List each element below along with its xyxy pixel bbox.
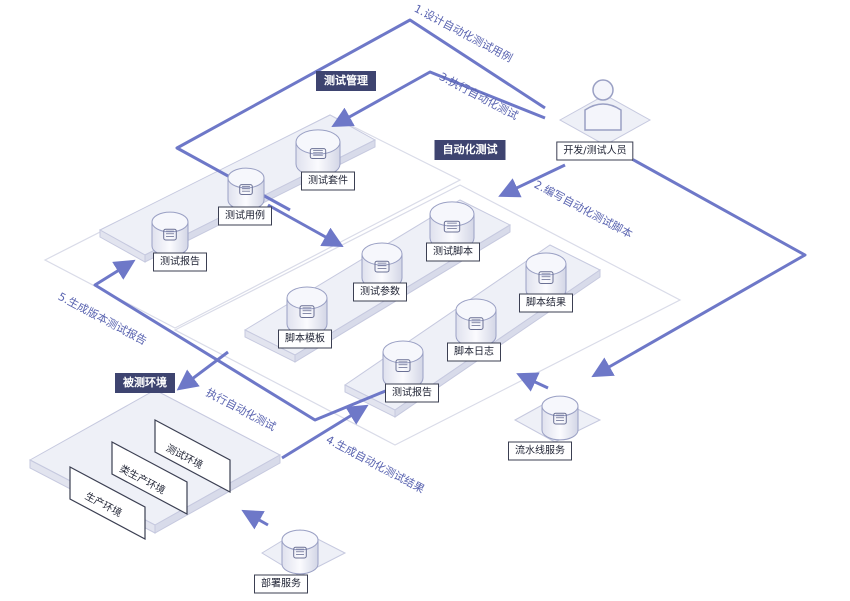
document-icon — [227, 167, 265, 211]
label-deploy: 部署服务 — [254, 574, 308, 594]
flow-step4 — [281, 404, 369, 460]
flow-step5 — [93, 259, 401, 422]
label-test-report-auto: 测试报告 — [385, 383, 439, 403]
flow-exec — [176, 350, 229, 391]
component-icons — [151, 129, 579, 575]
label-test-script: 测试脚本 — [426, 242, 480, 262]
title-automation-test: 自动化测试 — [434, 140, 506, 160]
list-icon — [286, 286, 328, 336]
flow-step-pipeline — [591, 156, 807, 378]
slab-test-env — [154, 419, 231, 493]
label-script-template: 脚本模板 — [278, 329, 332, 349]
title-test-management: 测试管理 — [316, 71, 376, 91]
label-test-suite: 测试套件 — [301, 171, 355, 191]
document-icon — [151, 211, 189, 257]
label-script-log: 脚本日志 — [447, 342, 501, 362]
node-icon — [429, 201, 475, 251]
slab-prod-env — [69, 466, 146, 540]
label-test-report-mgmt: 测试报告 — [153, 252, 207, 272]
person-icon — [584, 79, 622, 131]
slab-staging-env — [111, 441, 188, 515]
title-env-under-test: 被测环境 — [115, 373, 175, 393]
flow-step2 — [498, 163, 566, 198]
label-test-case: 测试用例 — [218, 206, 272, 226]
result-icon — [525, 252, 567, 302]
flow-step3 — [331, 70, 546, 128]
deploy-icon — [281, 529, 319, 575]
log-icon — [455, 298, 497, 348]
flow-case-to-params — [267, 203, 344, 248]
document-icon — [382, 340, 424, 390]
disc-icon — [295, 129, 341, 177]
flow-deploy-in — [241, 509, 269, 530]
pipeline-icon — [541, 395, 579, 441]
label-pipeline: 流水线服务 — [508, 441, 572, 461]
env-slabs — [69, 419, 231, 540]
label-test-params: 测试参数 — [353, 282, 407, 302]
label-developer: 开发/测试人员 — [556, 141, 634, 161]
gear-document-icon — [361, 242, 403, 290]
label-script-result: 脚本结果 — [519, 293, 573, 313]
flow-pipeline-in — [516, 372, 549, 392]
